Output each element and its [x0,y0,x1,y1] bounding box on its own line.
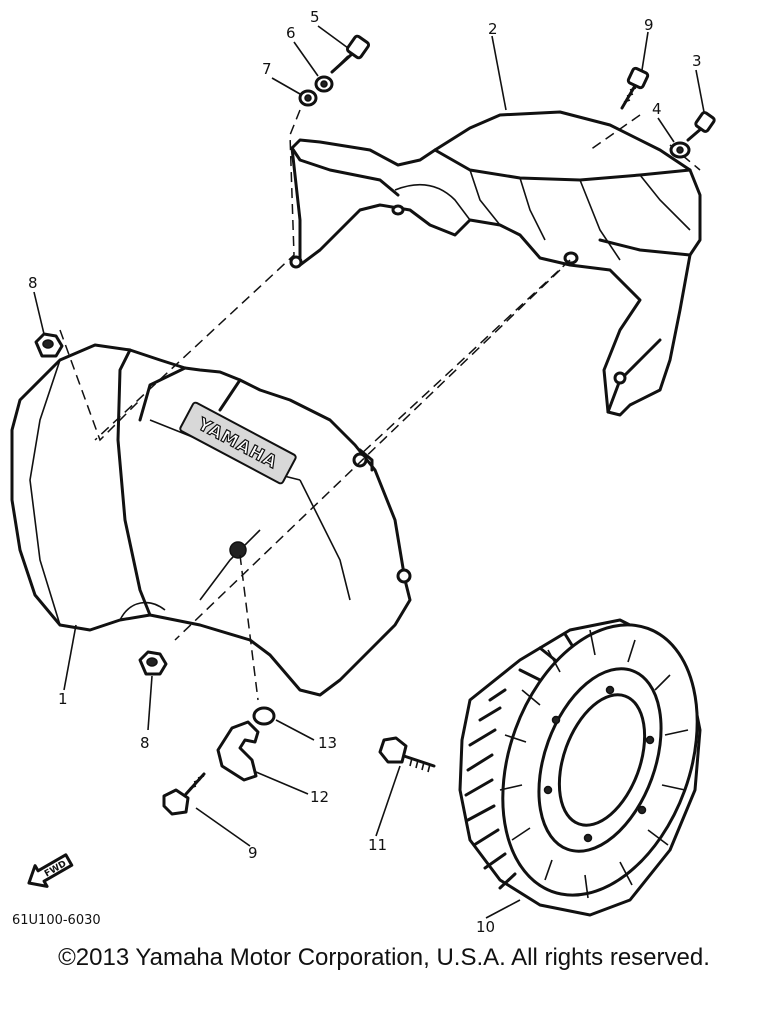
callout-numbers: 5 6 7 2 9 3 4 8 1 8 13 12 9 11 10 [28,8,702,936]
callout-11: 11 [368,836,387,854]
bolt-11 [378,736,436,773]
bolt-9-top [620,66,650,110]
upper-cover [289,110,702,417]
callout-7: 7 [262,60,272,78]
callout-8-bottom: 8 [140,734,150,752]
callout-3: 3 [692,52,702,70]
nut-8-bottom [138,650,168,676]
yamaha-emblem [179,401,297,485]
callout-10: 10 [476,918,495,936]
copyright-notice: ©2013 Yamaha Motor Corporation, U.S.A. A… [58,944,710,971]
callout-9-bottom: 9 [248,844,258,862]
bolt-3 [686,111,716,142]
lower-cover: YAMAHA [10,343,412,697]
nut-8-top [34,332,64,358]
flywheel [458,618,702,917]
callout-9-top: 9 [644,16,654,34]
callout-2: 2 [488,20,498,38]
washer-4 [669,141,691,159]
callout-1: 1 [58,690,68,708]
callout-5: 5 [310,8,320,26]
callout-6: 6 [286,24,296,42]
leader-lines [33,25,705,919]
callout-4: 4 [652,100,662,118]
diagram-code: 61U100-6030 [12,913,101,928]
washer-6 [314,75,334,93]
bolt-5 [330,34,371,74]
callout-13: 13 [318,734,337,752]
parts-diagram: YAMAHA [10,8,716,936]
fwd-arrow-icon: FWD [27,853,74,888]
bolt-9-bottom [162,772,206,816]
grommet-13 [252,706,276,726]
callout-12: 12 [310,788,329,806]
callout-8-top: 8 [28,274,38,292]
washer-7 [298,89,318,107]
clamp-12 [216,720,260,782]
